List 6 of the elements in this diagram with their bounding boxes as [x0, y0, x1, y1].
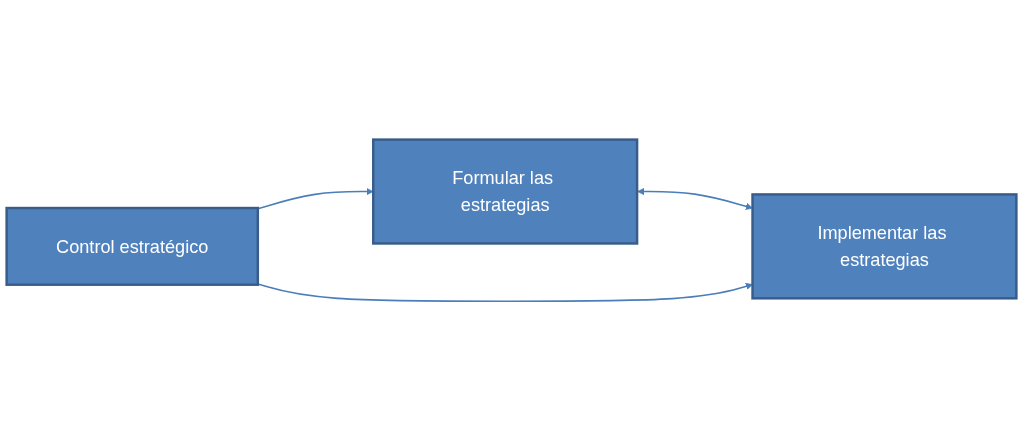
arrow: [257, 187, 374, 210]
arrow: [257, 282, 753, 302]
arrow: [637, 187, 753, 210]
node-box: Control estratégico: [5, 206, 260, 286]
node-box: Implementar las estrategias: [751, 192, 1018, 300]
node-box: Formular las estrategias: [372, 137, 639, 245]
